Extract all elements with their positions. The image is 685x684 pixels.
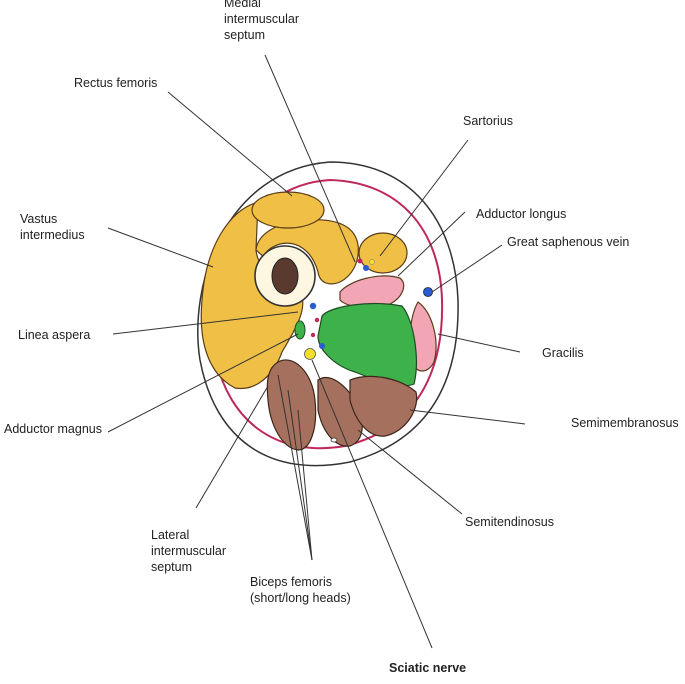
deep-vessel-blue <box>309 302 317 310</box>
label-vastus-line2: intermedius <box>20 228 85 242</box>
deep-vessel-red <box>314 317 320 323</box>
adductor-magnus-muscle <box>317 303 417 387</box>
rectus-femoris-muscle <box>251 191 325 229</box>
label-medial-line3: septum <box>224 28 265 42</box>
label-semitendinosus: Semitendinosus <box>465 515 554 529</box>
label-medial-intermuscular-septum: Medial intermuscular septum <box>224 0 299 43</box>
label-sciatic-nerve: Sciatic nerve <box>389 661 467 675</box>
leader-adductor-longus <box>397 211 466 277</box>
leader-biceps-1 <box>277 374 313 561</box>
semimembranosus-muscle <box>349 375 418 437</box>
leader-gracilis <box>437 333 521 353</box>
label-adductor-longus: Adductor longus <box>476 207 567 221</box>
deep-vessel-red-2 <box>310 332 316 338</box>
label-sartorius: Sartorius <box>463 114 514 128</box>
leader-lateral-septum <box>195 385 269 509</box>
label-semimembranosus: Semimembranosus <box>571 416 679 430</box>
label-medial-line1: Medial <box>224 0 261 10</box>
leader-linea-aspera <box>112 311 299 335</box>
leader-saphenous <box>431 244 503 293</box>
great-saphenous-vein <box>423 287 433 297</box>
label-medial-line2: intermuscular <box>224 12 300 26</box>
sciatic-nerve-yellow <box>304 348 316 360</box>
femoral-vessel-red <box>357 258 363 264</box>
leader-medial-septum <box>264 54 356 263</box>
posterior-nerve <box>330 437 338 443</box>
leader-semimembranosus <box>409 409 526 425</box>
leader-adductor-magnus <box>107 333 299 433</box>
adductor-longus-muscle <box>339 275 405 309</box>
femoral-nerve-yellow <box>369 259 375 265</box>
leader-sartorius <box>379 139 469 257</box>
femoral-vessel-blue <box>363 265 369 271</box>
leader-rectus-femoris <box>167 91 293 197</box>
femur-marrow <box>271 257 299 295</box>
label-gracilis: Gracilis <box>542 346 584 360</box>
label-biceps-femoris: Biceps femoris (short/long heads) <box>250 574 351 606</box>
leader-biceps-3 <box>287 389 313 561</box>
small-green-muscle <box>294 320 306 340</box>
label-vastus-line1: Vastus <box>20 212 58 226</box>
label-lateral-line3: septum <box>151 560 192 574</box>
label-biceps-line1: Biceps femoris <box>250 575 332 589</box>
sciatic-vessel-blue <box>319 343 325 349</box>
label-adductor-magnus: Adductor magnus <box>4 422 102 436</box>
label-lateral-line2: intermuscular <box>151 544 227 558</box>
leader-vastus <box>107 227 214 268</box>
label-great-saphenous-vein: Great saphenous vein <box>507 235 630 249</box>
leader-biceps-2 <box>297 409 313 561</box>
label-lateral-line1: Lateral <box>151 528 190 542</box>
label-linea-aspera: Linea aspera <box>18 328 91 342</box>
leader-sciatic-nerve <box>311 359 433 649</box>
label-lateral-intermuscular-septum: Lateral intermuscular septum <box>151 527 226 575</box>
label-vastus-intermedius: Vastus intermedius <box>20 211 85 243</box>
label-biceps-line2: (short/long heads) <box>250 591 351 605</box>
leader-lines <box>107 54 526 649</box>
biceps-femoris-muscle <box>266 359 317 451</box>
leader-semitendinosus <box>357 429 463 515</box>
label-rectus-femoris: Rectus femoris <box>74 76 158 90</box>
